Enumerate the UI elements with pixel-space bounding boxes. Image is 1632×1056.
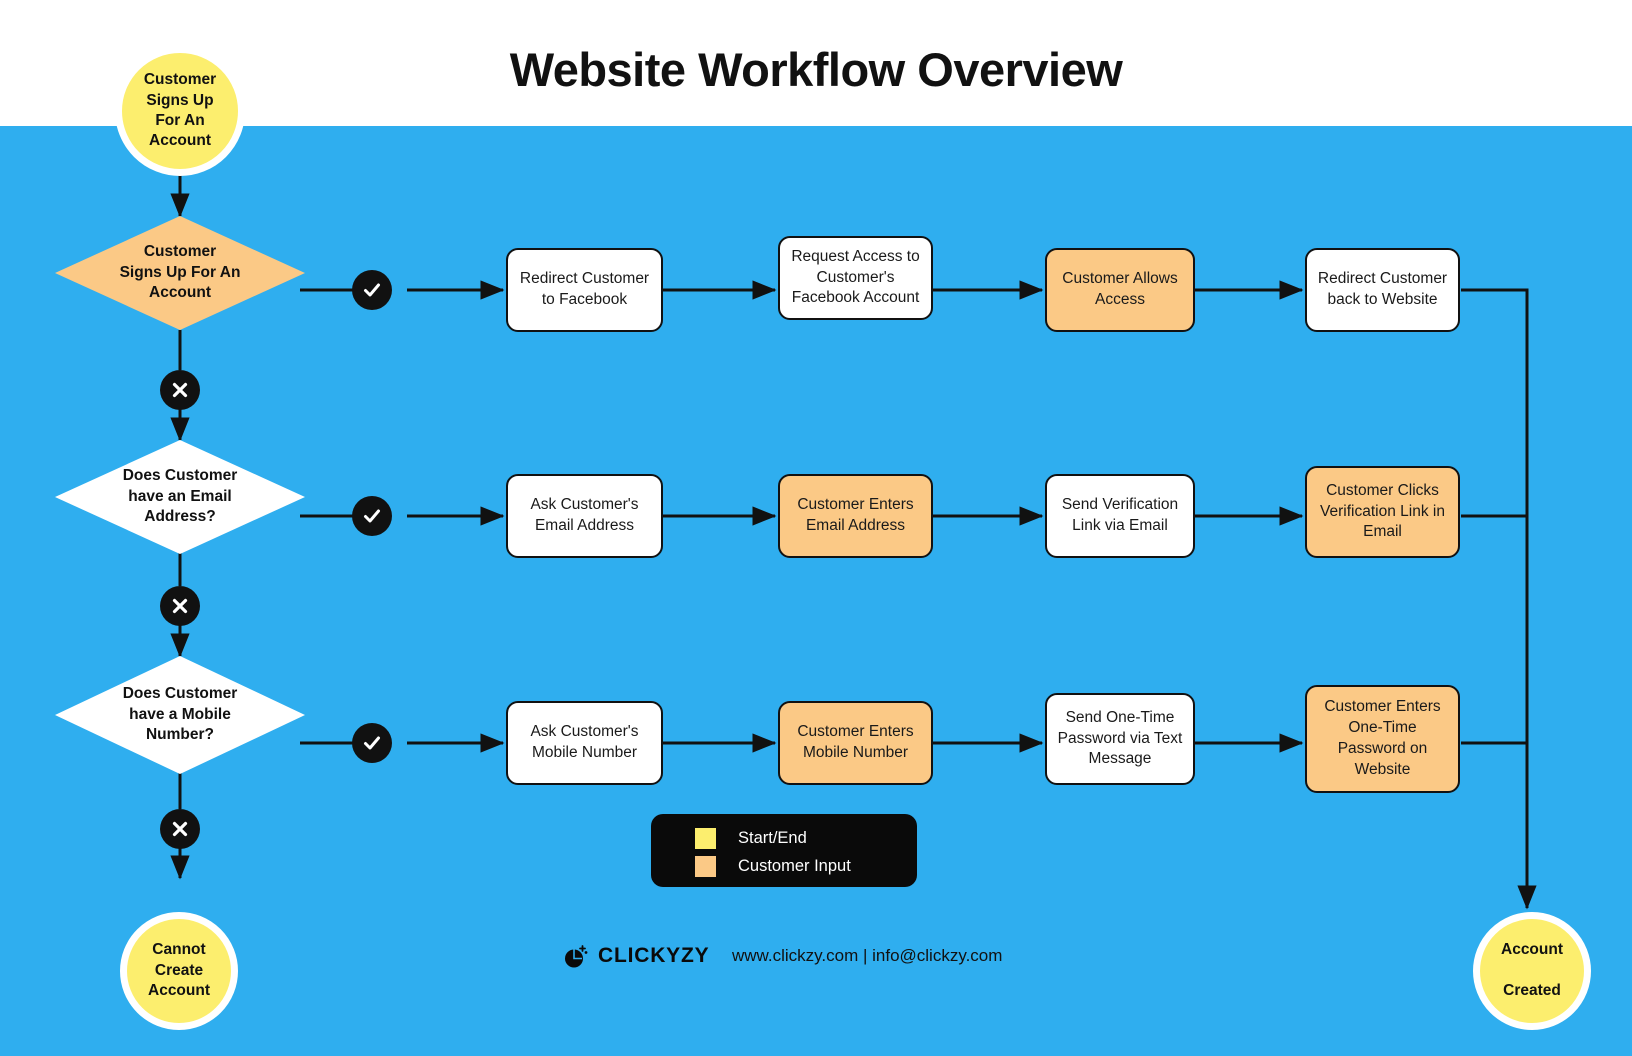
no-badge-signup[interactable] [160,370,200,410]
input-customer-enters-email[interactable]: Customer Enters Email Address [778,474,933,558]
start-terminator-label: Customer Signs Up For An Account [143,71,217,150]
end-terminator-fail-label: Cannot Create Account [148,941,210,1000]
yes-badge-row2[interactable] [352,496,392,536]
input-customer-enters-mobile[interactable]: Customer Enters Mobile Number [778,701,933,785]
legend-label-customer-input: Customer Input [738,856,851,875]
end-terminator-success-label: Account Created [1501,941,1563,1000]
process-redirect-back-to-website[interactable]: Redirect Customer back to Website [1305,248,1460,332]
decision-signup-method-label: Customer Signs Up For An Account [119,242,241,302]
check-icon [364,736,380,750]
legend-swatch-customer-input [695,855,716,877]
decision-has-mobile-label: Does Customer have a Mobile Number? [122,684,238,744]
legend: Start/End Customer Input [651,814,917,887]
cross-icon [172,598,188,614]
decision-has-email-label: Does Customer have an Email Address? [122,466,238,526]
process-send-one-time-password[interactable]: Send One-Time Password via Text Message [1045,693,1195,785]
legend-label-start-end: Start/End [738,828,807,847]
end-terminator-account-created[interactable]: Account Created [1473,912,1591,1030]
yes-badge-row3[interactable] [352,723,392,763]
no-badge-email[interactable] [160,586,200,626]
check-icon [364,283,380,297]
cross-icon [172,821,188,837]
input-customer-clicks-verification-link[interactable]: Customer Clicks Verification Link in Ema… [1305,466,1460,558]
page-title: Website Workflow Overview [509,43,1123,96]
yes-badge-row1[interactable] [352,270,392,310]
footer-brand: CLICKYZY [563,943,709,969]
input-customer-allows-access[interactable]: Customer Allows Access [1045,248,1195,332]
legend-swatch-start-end [695,827,716,849]
legend-item-customer-input: Customer Input [695,854,917,878]
decision-has-email[interactable]: Does Customer have an Email Address? [55,440,305,554]
check-icon [364,509,380,523]
process-request-facebook-access[interactable]: Request Access to Customer's Facebook Ac… [778,236,933,320]
footer-brand-name: CLICKYZY [598,944,710,967]
input-customer-enters-otp[interactable]: Customer Enters One-Time Password on Web… [1305,685,1460,793]
footer-contact: www.clickzy.com | info@clickzy.com [732,946,1003,965]
no-badge-mobile[interactable] [160,809,200,849]
decision-has-mobile[interactable]: Does Customer have a Mobile Number? [55,656,305,774]
process-redirect-to-facebook[interactable]: Redirect Customer to Facebook [506,248,663,332]
process-send-verification-link[interactable]: Send Verification Link via Email [1045,474,1195,558]
legend-item-start-end: Start/End [695,826,917,850]
end-terminator-cannot-create-account[interactable]: Cannot Create Account [120,912,238,1030]
process-ask-email-address[interactable]: Ask Customer's Email Address [506,474,663,558]
process-ask-mobile-number[interactable]: Ask Customer's Mobile Number [506,701,663,785]
mouse-cursor-icon [565,945,588,968]
cross-icon [172,382,188,398]
decision-signup-method[interactable]: Customer Signs Up For An Account [55,216,305,330]
start-terminator[interactable]: Customer Signs Up For An Account [115,46,245,176]
